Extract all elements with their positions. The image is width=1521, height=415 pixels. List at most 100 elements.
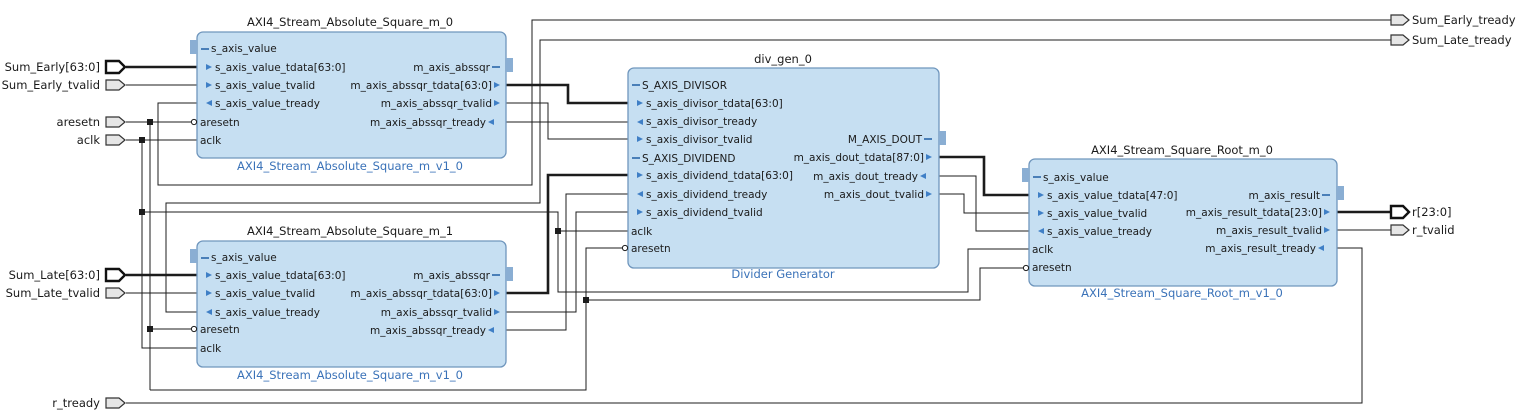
- block-square-root-0[interactable]: AXI4_Stream_Square_Root_m_0 s_axis_value…: [1022, 143, 1344, 300]
- pin-label: m_axis_abssqr_tready: [370, 325, 486, 337]
- pin-label: aresetn: [200, 324, 240, 336]
- pin-in-arrow-icon: [206, 272, 212, 278]
- pin-in-arrow-icon: [1318, 245, 1324, 251]
- port-label: r[23:0]: [1412, 205, 1452, 219]
- pin-label: aresetn: [631, 243, 671, 255]
- pin-label: s_axis_value: [1043, 172, 1109, 184]
- pin-label: s_axis_value: [211, 252, 277, 264]
- pin-label: s_axis_value_tvalid: [1047, 208, 1147, 220]
- port-sum-late-tready[interactable]: Sum_Late_tready: [1390, 33, 1512, 47]
- pin-in-arrow-icon: [1038, 210, 1044, 216]
- pin-label: m_axis_dout_tready: [813, 171, 918, 183]
- wire-sum-late-tready[interactable]: [165, 39, 1391, 313]
- port-label: Sum_Late_tready: [1412, 33, 1512, 47]
- port-sum-late-tvalid[interactable]: Sum_Late_tvalid: [6, 286, 126, 300]
- port-sum-late[interactable]: Sum_Late[63:0]: [9, 267, 127, 283]
- block-body[interactable]: [1028, 158, 1338, 287]
- pin-label: s_axis_value_tvalid: [215, 80, 315, 92]
- junctions: [139, 119, 589, 332]
- pin-label: m_axis_result: [1249, 190, 1320, 202]
- port-sum-early-tvalid[interactable]: Sum_Early_tvalid: [2, 78, 126, 92]
- pin-label: s_axis_value_tdata[47:0]: [1047, 190, 1177, 202]
- wire-aclk-sqrt[interactable]: [557, 231, 1029, 293]
- pin-in-arrow-icon: [637, 100, 643, 106]
- bus-interface-icon: [492, 66, 500, 68]
- port-sum-early[interactable]: Sum_Early[63:0]: [5, 59, 127, 75]
- pin-label: s_axis_value_tdata[63:0]: [215, 270, 345, 282]
- port-label: r_tready: [52, 396, 100, 410]
- pin-out-arrow-icon: [494, 309, 500, 315]
- pin-label: s_axis_dividend_tdata[63:0]: [646, 170, 793, 182]
- active-low-icon: [621, 244, 629, 252]
- port-label: Sum_Early_tvalid: [2, 78, 100, 92]
- wire-aresetn[interactable]: [126, 121, 197, 330]
- pin-label: m_axis_abssqr_tdata[63:0]: [350, 80, 492, 92]
- pin-label: m_axis_result_tready: [1205, 243, 1316, 255]
- port-label: Sum_Early[63:0]: [5, 60, 100, 74]
- port-label: Sum_Late[63:0]: [9, 268, 100, 282]
- block-body[interactable]: [627, 67, 940, 269]
- block-subtitle: Divider Generator: [731, 267, 834, 281]
- wire-abs1-tdata[interactable]: [506, 173, 628, 295]
- wire-abs0-tdata[interactable]: [506, 83, 628, 105]
- block-body[interactable]: [196, 240, 507, 368]
- wires: [126, 19, 1391, 404]
- port-aresetn[interactable]: aresetn: [57, 115, 126, 129]
- bus-interface-icon: [1322, 194, 1330, 196]
- port-label: aresetn: [57, 115, 100, 129]
- pin-label: aclk: [200, 343, 222, 355]
- wire-abs1-tvalid[interactable]: [506, 211, 628, 313]
- bus-interface-icon: [492, 274, 500, 276]
- wire-aresetn-sqrt[interactable]: [586, 267, 1029, 301]
- active-low-icon: [190, 118, 198, 126]
- pin-label: s_axis_dividend_tvalid: [646, 207, 763, 219]
- pin-label: m_axis_abssqr_tdata[63:0]: [350, 288, 492, 300]
- junction-aresetn-2: [147, 326, 153, 332]
- port-r-tready[interactable]: r_tready: [52, 396, 126, 410]
- pin-in-arrow-icon: [637, 136, 643, 142]
- pin-label: S_AXIS_DIVISOR: [642, 80, 727, 92]
- port-sum-early-tready[interactable]: Sum_Early_tready: [1390, 13, 1516, 27]
- bus-interface-icon: [632, 157, 640, 159]
- active-low-icon: [1022, 264, 1030, 272]
- pin-label: m_axis_abssqr: [413, 62, 490, 74]
- pin-label: s_axis_dividend_tready: [646, 189, 767, 201]
- wire-aresetn-div[interactable]: [150, 247, 628, 391]
- pin-label: aclk: [200, 135, 222, 147]
- block-abs-square-0[interactable]: AXI4_Stream_Absolute_Square_m_0 s_axis_v…: [190, 15, 513, 173]
- pin-out-arrow-icon: [926, 191, 932, 197]
- pin-label: s_axis_value_tready: [215, 307, 320, 319]
- pin-in-arrow-icon: [206, 82, 212, 88]
- pin-out-arrow-icon: [1324, 209, 1330, 215]
- block-subtitle: AXI4_Stream_Absolute_Square_m_v1_0: [237, 368, 463, 382]
- block-title: AXI4_Stream_Absolute_Square_m_1: [247, 224, 453, 238]
- wire-dout-tdata[interactable]: [939, 155, 1029, 197]
- block-title: div_gen_0: [754, 52, 812, 66]
- pin-out-arrow-icon: [494, 100, 500, 106]
- wire-sum-early-tready[interactable]: [157, 19, 1391, 186]
- block-title: AXI4_Stream_Absolute_Square_m_0: [247, 15, 453, 29]
- block-abs-square-1[interactable]: AXI4_Stream_Absolute_Square_m_1 s_axis_v…: [190, 224, 513, 382]
- pin-label: S_AXIS_DIVIDEND: [642, 153, 735, 165]
- interface-tab-icon: [190, 249, 197, 263]
- bus-interface-icon: [1033, 176, 1041, 178]
- wire-aclk[interactable]: [126, 139, 197, 349]
- block-div-gen-0[interactable]: div_gen_0 S_AXIS_DIVISOR s_axis_divisor_…: [627, 52, 946, 281]
- junction-aclk: [139, 137, 145, 143]
- wire-abs0-tvalid[interactable]: [506, 102, 628, 140]
- wire-dout-tready[interactable]: [939, 175, 1029, 232]
- port-aclk[interactable]: aclk: [77, 133, 126, 147]
- pin-in-arrow-icon: [920, 173, 926, 179]
- wire-aclk-div[interactable]: [142, 211, 628, 232]
- port-r[interactable]: r[23:0]: [1389, 204, 1452, 220]
- pin-label: s_axis_value: [211, 43, 277, 55]
- wire-dout-tvalid[interactable]: [939, 193, 1029, 214]
- port-r-tvalid[interactable]: r_tvalid: [1390, 223, 1455, 237]
- pin-out-arrow-icon: [926, 154, 932, 160]
- wire-abs1-tready[interactable]: [506, 193, 628, 331]
- wire-r-tready[interactable]: [126, 247, 1363, 404]
- block-body[interactable]: [196, 31, 507, 159]
- pin-out-arrow-icon: [494, 82, 500, 88]
- pin-label: M_AXIS_DOUT: [848, 134, 923, 146]
